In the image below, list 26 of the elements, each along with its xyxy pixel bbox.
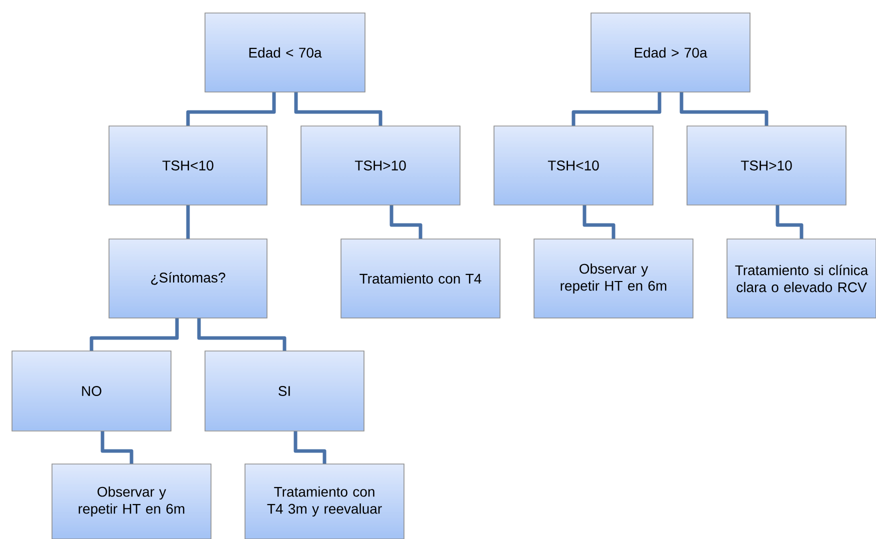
- process-box: Tratamiento si clínica clara o elevado RCV: [726, 238, 876, 318]
- connector-line: [390, 205, 422, 239]
- process-box: SI: [204, 350, 364, 432]
- process-box: TSH>10: [300, 126, 460, 206]
- connector-line: [294, 92, 382, 126]
- connector-line: [572, 92, 662, 126]
- connector-line: [294, 431, 326, 464]
- process-box: NO: [12, 350, 172, 432]
- connector-line: [100, 431, 134, 464]
- connector-line: [680, 92, 768, 126]
- connector-line: [582, 205, 616, 239]
- connector-line: [776, 205, 804, 239]
- process-box: TSH<10: [494, 126, 654, 206]
- process-box: Observar y repetir HT en 6m: [52, 464, 212, 539]
- process-box: Tratamiento con T4 3m y reevaluar: [244, 464, 404, 539]
- connector-line: [197, 318, 286, 351]
- process-box: TSH<10: [108, 126, 268, 206]
- process-box: Tratamiento con T4: [340, 238, 500, 318]
- connector-line: [186, 205, 190, 239]
- process-box: Observar y repetir HT en 6m: [534, 238, 694, 318]
- connector-line: [186, 92, 276, 126]
- process-box: TSH>10: [686, 126, 846, 206]
- process-box: Edad > 70a: [590, 12, 750, 92]
- process-box: ¿Síntomas?: [108, 238, 268, 318]
- process-box: Edad < 70a: [204, 12, 366, 92]
- connector-line: [90, 318, 179, 351]
